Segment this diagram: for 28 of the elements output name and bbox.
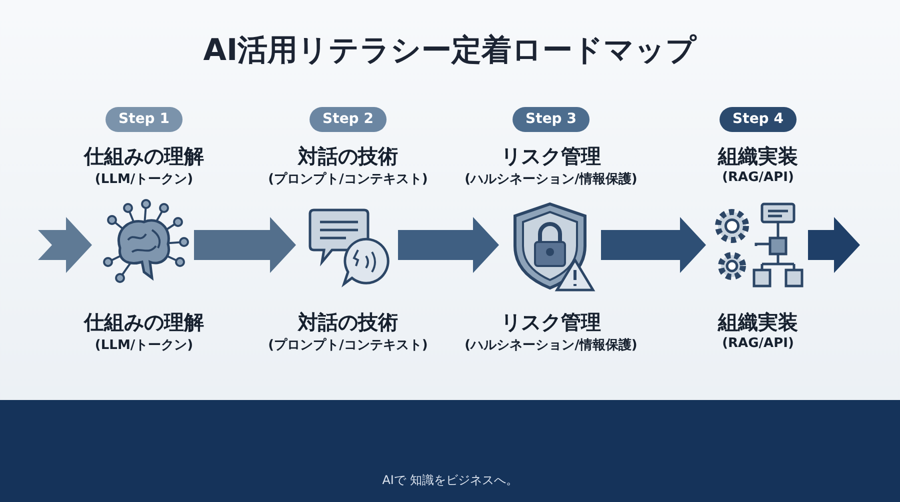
step-badge: Step 3 xyxy=(512,107,590,132)
step-subtitle: (RAG/API) xyxy=(722,170,794,185)
step-heading: リスク管理 xyxy=(501,309,601,336)
step-subtitle: (LLM/トークン) xyxy=(94,171,194,188)
step-badge: Step 1 xyxy=(106,107,182,132)
step-subtitle: (プロンプト/コンテキスト) xyxy=(268,336,428,354)
gears-flowchart-icon xyxy=(712,200,802,290)
tagline: AIで 知識をビジネスへ。 xyxy=(382,472,518,489)
step-heading: 対話の技術 xyxy=(298,143,398,170)
title: AI活用リテラシー定着ロードマップ xyxy=(203,32,697,70)
step-subtitle: (ハルシネーション/情報保護) xyxy=(464,171,638,188)
step-heading: 仕組みの理解 xyxy=(84,143,204,170)
arrow xyxy=(38,217,92,273)
arrow xyxy=(808,217,860,273)
step-subtitle: (ハルシネーション/情報保護) xyxy=(464,337,638,354)
step-subtitle: (RAG/API) xyxy=(722,336,794,351)
step-subtitle: (LLM/トークン) xyxy=(94,337,194,354)
step-subtitle: (プロンプト/コンテキスト) xyxy=(268,170,428,188)
arrow xyxy=(601,217,706,273)
step-heading: 仕組みの理解 xyxy=(84,309,204,336)
step-heading: 組織実装 xyxy=(718,309,798,336)
arrow xyxy=(398,217,499,273)
step-heading: 組織実装 xyxy=(718,143,798,170)
step-heading: リスク管理 xyxy=(501,143,601,170)
step-badge: Step 2 xyxy=(310,107,386,132)
step-badge: Step 4 xyxy=(720,107,796,132)
step-heading: 対話の技術 xyxy=(298,309,398,336)
arrow xyxy=(194,217,296,273)
